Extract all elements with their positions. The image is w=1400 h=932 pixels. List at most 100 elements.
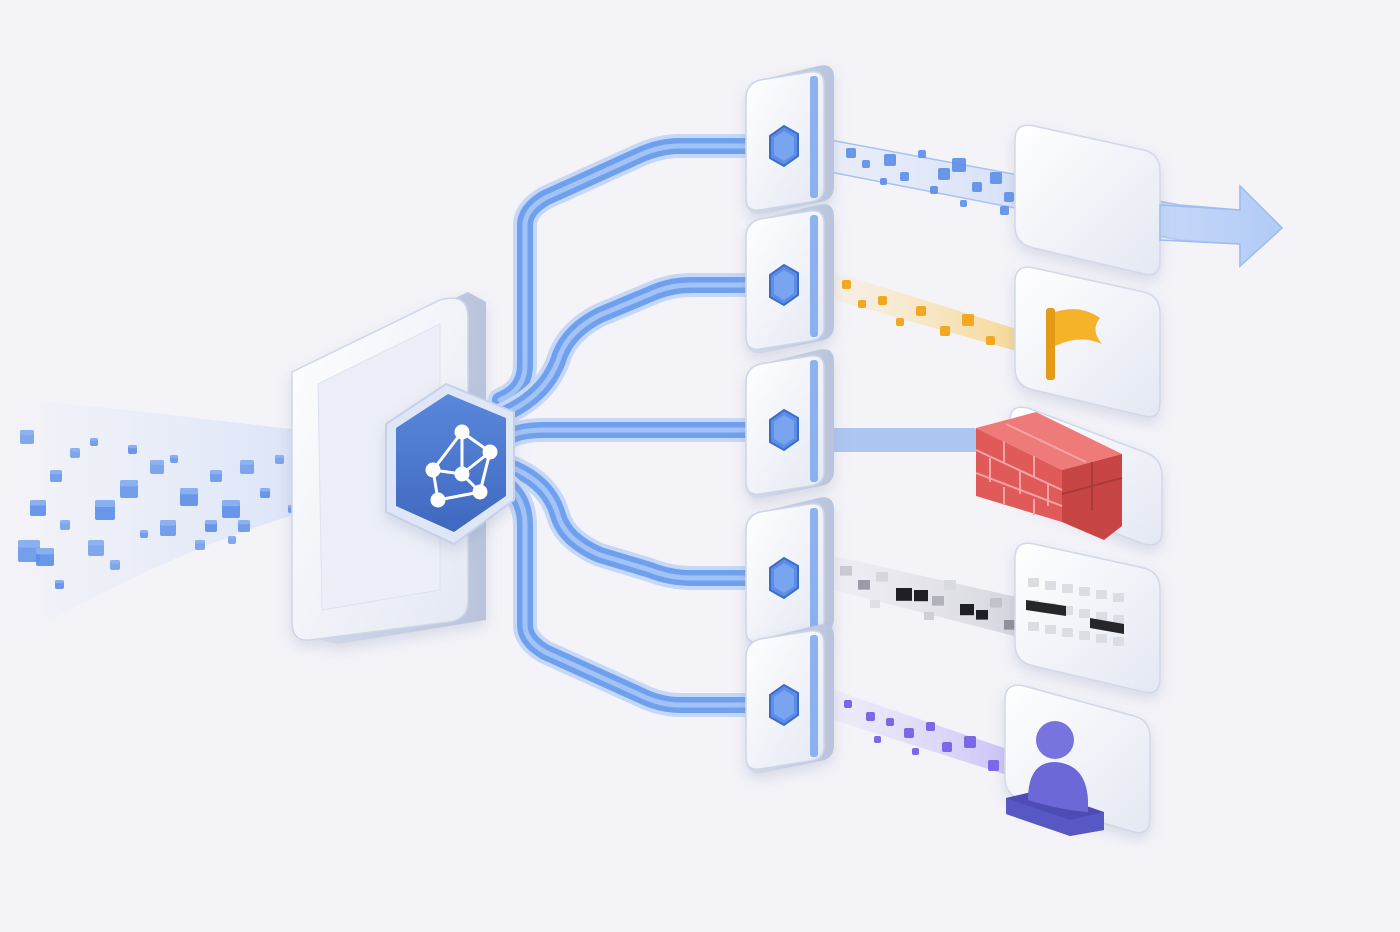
data-cube (88, 540, 104, 556)
brick-wall-icon (975, 412, 1123, 540)
masked-packet (932, 596, 944, 606)
data-cube (170, 455, 178, 463)
redaction-cell (1079, 587, 1090, 596)
redaction-cell (1028, 622, 1039, 631)
orange-packet (842, 280, 851, 289)
blue-packet (1000, 206, 1009, 215)
data-cube (180, 488, 198, 506)
blue-packet (846, 148, 856, 158)
orange-packet (896, 318, 904, 326)
redaction-cell (1113, 615, 1124, 624)
redaction-cell (1096, 590, 1107, 599)
data-cube (18, 540, 40, 562)
shield-icon (769, 263, 799, 307)
trail-route-2 (834, 272, 1020, 352)
filter-stage-2 (745, 204, 834, 354)
data-cube (275, 455, 284, 464)
data-cube (222, 500, 240, 518)
masked-packet (858, 580, 870, 590)
orange-packet (986, 336, 995, 345)
redaction-cell (1062, 628, 1073, 637)
purple-packet (904, 728, 914, 738)
data-cube (260, 488, 270, 498)
pipe-route-5 (500, 480, 760, 705)
redaction-cell (1096, 634, 1107, 643)
network-graph-icon (425, 424, 498, 508)
flag-icon (1046, 308, 1102, 380)
redaction-cell (1062, 584, 1073, 593)
data-cube (50, 470, 62, 482)
purple-packet (964, 736, 976, 748)
routing-pipes (488, 134, 772, 717)
data-cube (205, 520, 217, 532)
blue-packet (930, 186, 938, 194)
filter-stages (745, 65, 834, 774)
data-cube (195, 540, 205, 550)
redaction-cell (1045, 625, 1056, 634)
shield-icon (769, 408, 799, 452)
data-cube (20, 430, 34, 444)
masked-packet (990, 598, 1002, 608)
redaction-cell (1045, 581, 1056, 590)
data-cube (110, 560, 120, 570)
data-cube (128, 445, 137, 454)
shield-icon (769, 556, 799, 600)
filter-stage-4 (745, 497, 834, 647)
blue-packet (972, 182, 982, 192)
purple-packet (926, 722, 935, 731)
outcome-flag-panel (1014, 266, 1161, 418)
redaction-cell (1079, 609, 1090, 618)
orange-packet (916, 306, 926, 316)
shield-icon (769, 124, 799, 168)
trail-route-5 (834, 690, 1010, 776)
data-cube (160, 520, 176, 536)
data-cube (120, 480, 138, 498)
purple-packet (988, 760, 999, 771)
blue-packet (1004, 192, 1014, 202)
data-cube (228, 536, 236, 544)
purple-packet (942, 742, 952, 752)
blue-packet (900, 172, 909, 181)
filter-stage-1 (745, 65, 834, 215)
outcome-redact-panel (1014, 542, 1161, 694)
arrow-right-icon (1159, 184, 1284, 268)
blue-packet (862, 160, 870, 168)
redaction-bars-icon (1026, 578, 1124, 646)
data-cube (140, 530, 148, 538)
shield-icon (769, 683, 799, 727)
data-cube (240, 460, 254, 474)
purple-packet (886, 718, 894, 726)
masked-packet (876, 572, 888, 582)
data-cube (95, 500, 115, 520)
hub-node (385, 382, 515, 546)
orange-packet (858, 300, 866, 308)
masked-packet (1004, 620, 1016, 630)
orange-packet (940, 326, 950, 336)
person-icon (1006, 721, 1104, 836)
redaction-cell (1113, 637, 1124, 646)
data-cube (70, 448, 80, 458)
blue-packet (880, 178, 887, 185)
masked-packet (944, 580, 956, 590)
data-cube (150, 460, 164, 474)
data-cube (90, 438, 98, 446)
data-cube (210, 470, 222, 482)
masked-packet (896, 588, 912, 601)
purple-packet (912, 748, 919, 755)
redaction-cell (1113, 593, 1124, 602)
purple-packet (844, 700, 852, 708)
data-cube (55, 580, 64, 589)
purple-packet (874, 736, 881, 743)
blue-packet (918, 150, 926, 158)
filter-stage-5 (745, 624, 834, 774)
masked-packet (914, 590, 928, 602)
blue-packet (990, 172, 1002, 184)
masked-packet (870, 600, 880, 608)
masked-packet (976, 610, 988, 620)
outcome-pass-panel (1014, 124, 1161, 276)
masked-packet (840, 566, 852, 576)
data-cube (238, 520, 250, 532)
masked-packet (960, 604, 974, 616)
masked-packet (924, 612, 934, 620)
